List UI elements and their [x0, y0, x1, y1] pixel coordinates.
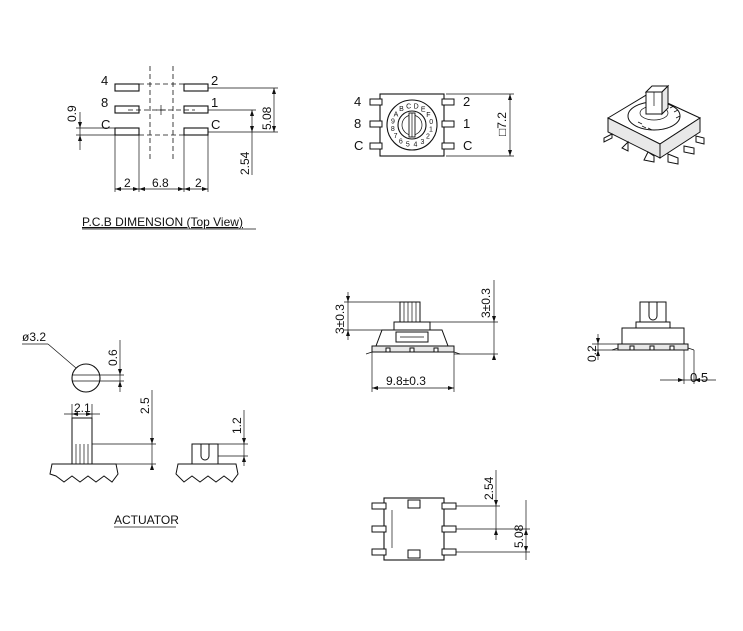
dial-char: F	[426, 112, 430, 119]
lead	[369, 142, 383, 150]
actuator-dim-2-5: 2.5	[138, 397, 152, 414]
dial-char: 9	[391, 118, 395, 125]
pcb-pad	[114, 83, 140, 92]
dial-char: 2	[426, 134, 430, 141]
dial-char: 3	[421, 139, 425, 146]
dial-char: 1	[429, 127, 433, 134]
top-pin-label: 8	[354, 116, 361, 131]
actuator-dim-0-6: 0.6	[106, 349, 120, 366]
pcb-dim-0-9: 0.9	[65, 105, 79, 122]
dial-char: D	[414, 104, 419, 111]
pcb-pin-label: 1	[211, 95, 218, 110]
top-dim-7-2: □7.2	[495, 112, 509, 136]
top-pin-label: 2	[463, 94, 470, 109]
top-pin-label: 4	[354, 94, 361, 109]
actuator-dim-diameter: ø3.2	[22, 330, 46, 344]
lead	[369, 120, 383, 128]
bottom-dim-2-54: 2.54	[482, 476, 496, 500]
side-dim-right-h: 3±0.3	[479, 288, 493, 318]
side-actuator	[399, 301, 421, 325]
actuator-view: ø3.2 0.6 2.1 2.5 1.2	[22, 330, 248, 528]
dial-char: C	[406, 103, 411, 110]
dial-char: B	[399, 106, 404, 113]
switch-side-view: 3±0.3 3±0.3 9.8±0.3	[333, 280, 498, 392]
top-pin-label: C	[354, 138, 363, 153]
dial-char: A	[394, 111, 399, 118]
lead	[441, 120, 455, 128]
pcb-dim-mid: 6.8	[152, 176, 169, 190]
right-dim-0-5: 0.5	[690, 370, 708, 385]
dial-char: 0	[429, 119, 433, 126]
top-pin-label: C	[463, 138, 472, 153]
side-dim-left-h: 3±0.3	[333, 304, 347, 334]
pcb-pad	[183, 83, 209, 92]
pcb-dimension-view: 2 6.8 2 4 8 C 2 1 C 0.9 5.08 2.54 P.C.B …	[65, 66, 278, 230]
lead	[369, 98, 383, 106]
dial-char: 5	[406, 142, 410, 149]
pcb-pin-label: 4	[101, 73, 108, 88]
top-pin-label: 1	[463, 116, 470, 131]
pcb-dim-left: 2	[124, 176, 131, 190]
switch-isometric-view	[603, 84, 705, 165]
dial-char: 4	[413, 142, 417, 149]
switch-right-side-view: 0.2 0.5	[585, 301, 716, 385]
bottom-dim-5-08: 5.08	[512, 524, 526, 548]
actuator-dim-1-2: 1.2	[230, 417, 244, 434]
lead	[441, 142, 455, 150]
right-dim-0-2: 0.2	[585, 345, 599, 362]
pcb-pin-label: 8	[101, 95, 108, 110]
pcb-pin-label: 2	[211, 73, 218, 88]
pcb-pad	[114, 105, 140, 114]
dial-char: 7	[394, 133, 398, 140]
pcb-pad	[114, 127, 140, 136]
pcb-dim-5-08: 5.08	[260, 106, 274, 130]
side-dim-width: 9.8±0.3	[386, 374, 426, 388]
pcb-dim-2-54: 2.54	[238, 151, 252, 175]
pcb-pin-label: C	[101, 117, 110, 132]
actuator-circle	[71, 363, 101, 393]
dial-outer	[386, 99, 438, 151]
dial-char: 6	[399, 139, 403, 146]
pcb-pin-label: C	[211, 117, 220, 132]
dial-char: E	[421, 107, 426, 114]
dial-rotor	[397, 110, 427, 140]
switch-bottom-view: 2.54 5.08	[371, 470, 530, 561]
actuator-caption: ACTUATOR	[114, 513, 179, 527]
dial-char: 8	[391, 126, 395, 133]
actuator-dim-2-1: 2.1	[74, 401, 91, 415]
pcb-dim-right: 2	[195, 176, 202, 190]
pcb-pad	[183, 127, 209, 136]
pcb-pad	[183, 105, 209, 114]
lead	[441, 98, 455, 106]
pcb-caption: P.C.B DIMENSION (Top View)	[82, 215, 243, 229]
